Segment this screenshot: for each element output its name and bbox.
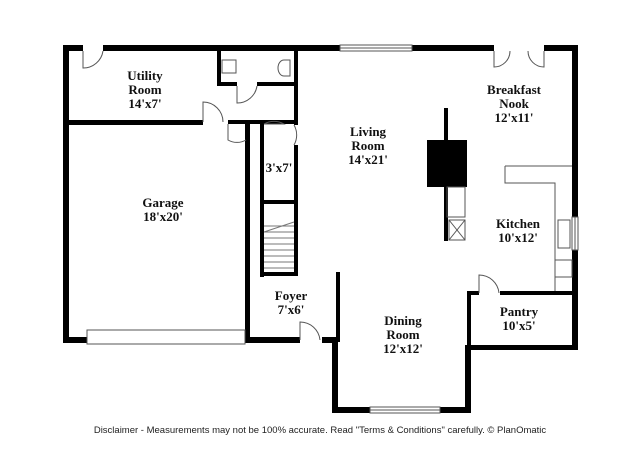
door-bath	[236, 85, 258, 104]
door-closet	[263, 120, 286, 125]
kitchen-name: Kitchen	[496, 216, 541, 231]
door-breakfast-exterior	[493, 50, 545, 68]
kitchen-sink	[557, 219, 571, 249]
kitchen-counter	[504, 165, 572, 291]
foyer-name: Foyer	[275, 288, 308, 303]
wall-garage-right	[245, 122, 250, 340]
living-room-size: 14'x21'	[348, 152, 388, 167]
door-utility-exterior	[82, 50, 104, 69]
wall-living-stub	[336, 272, 340, 342]
door-garage-hall	[227, 124, 247, 143]
wall-garage-bottom-left	[63, 337, 87, 343]
breakfast-nook-name: Breakfast	[487, 82, 542, 97]
foyer-size: 7'x6'	[278, 302, 305, 317]
breakfast-nook-size: 12'x11'	[494, 110, 533, 125]
kitchen-range	[554, 259, 573, 278]
wall-center-lower	[294, 145, 298, 275]
door-front	[299, 321, 321, 341]
wall-top-right-b	[544, 45, 578, 51]
dining-room-name: Dining	[384, 313, 422, 328]
wall-foyer-bottom	[322, 337, 338, 343]
wall-closet-bottom	[260, 200, 298, 204]
door-hall-living	[293, 124, 298, 146]
wall-top-left	[63, 45, 83, 51]
wall-closet-left	[260, 122, 264, 277]
wall-left	[63, 45, 69, 343]
disclaimer-text: Disclaimer - Measurements may not be 100…	[93, 425, 547, 436]
door-pantry	[478, 274, 500, 294]
wall-top-right-a	[412, 45, 494, 51]
utility-room-name: Utility	[127, 68, 163, 83]
island-box	[448, 219, 466, 241]
wall-utility-right	[217, 45, 221, 85]
utility-room-size: 14'x7'	[128, 96, 161, 111]
wall-center-upper	[294, 45, 298, 125]
pantry-name: Pantry	[500, 304, 539, 319]
wall-pantry-top-right	[500, 291, 572, 295]
wall-pantry-top-left	[467, 291, 479, 295]
wall-dining-right	[465, 345, 471, 413]
closet-size: 3'x7'	[266, 160, 293, 175]
stairs	[263, 221, 295, 269]
breakfast-nook-name-line2: Nook	[499, 96, 529, 111]
living-room-name: Living	[350, 124, 387, 139]
dining-room-name-line2: Room	[386, 327, 419, 342]
wall-bath-bottom-left	[217, 82, 237, 86]
bath-toilet	[277, 59, 291, 77]
wall-dining-left	[332, 337, 338, 413]
wall-pantry-bottom	[465, 345, 578, 350]
kitchen-size: 10'x12'	[498, 230, 538, 245]
living-room-name-line2: Room	[351, 138, 384, 153]
wall-stair-bottom	[260, 272, 298, 276]
dining-room-size: 12'x12'	[383, 341, 423, 356]
wall-garage-bottom-right	[245, 337, 300, 343]
wall-pantry-left	[467, 291, 471, 349]
wall-dining-bottom-left	[332, 407, 370, 413]
fireplace	[427, 140, 467, 187]
garage-name: Garage	[142, 195, 183, 210]
wall-right-upper	[572, 45, 578, 217]
pantry-size: 10'x5'	[502, 318, 535, 333]
garage-door	[86, 329, 246, 345]
bath-sink	[221, 59, 237, 74]
wall-bath-bottom-right	[257, 82, 297, 86]
wall-top-mid	[103, 45, 340, 51]
wall-dining-bottom-right	[440, 407, 471, 413]
garage-size: 18'x20'	[143, 209, 183, 224]
wall-right-lower	[572, 250, 578, 350]
utility-room-name-line2: Room	[128, 82, 161, 97]
wall-utility-bottom	[63, 120, 203, 125]
island-cabinet	[446, 186, 466, 218]
door-utility-hall	[202, 101, 224, 123]
